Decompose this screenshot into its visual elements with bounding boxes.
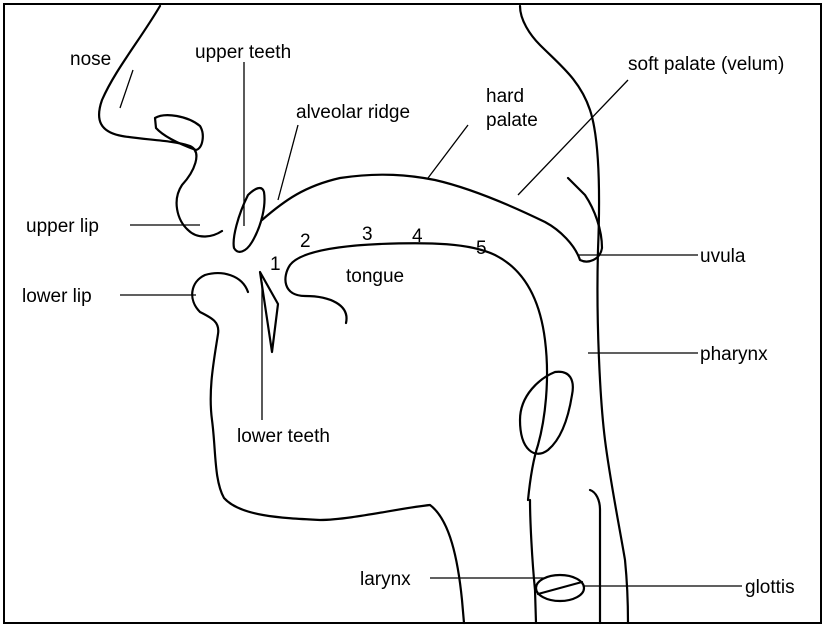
- label-upper-teeth: upper teeth: [195, 42, 291, 63]
- tongue-position-1: 1: [270, 254, 281, 275]
- label-nose: nose: [70, 49, 111, 70]
- pharynx-wall: [520, 6, 628, 623]
- label-glottis: glottis: [745, 577, 795, 598]
- diagram-frame: [4, 4, 821, 623]
- hard-palate-leader: [428, 125, 468, 178]
- label-hard-palate-line1: hard: [486, 86, 524, 107]
- soft-palate-leader: [518, 80, 628, 195]
- face-profile-lower: [192, 273, 464, 623]
- glottis-line: [538, 582, 582, 594]
- alveolar-ridge-leader: [278, 125, 298, 200]
- nostril: [155, 115, 203, 150]
- label-larynx: larynx: [360, 569, 411, 590]
- tongue-position-3: 3: [362, 224, 373, 245]
- lower-teeth-shape: [260, 272, 278, 352]
- upper-teeth-shape: [234, 188, 265, 252]
- tongue-position-4: 4: [412, 226, 423, 247]
- label-pharynx: pharynx: [700, 344, 768, 365]
- tongue-position-5: 5: [476, 238, 487, 259]
- label-uvula: uvula: [700, 246, 746, 267]
- label-lower-teeth: lower teeth: [237, 426, 330, 447]
- face-profile-upper: [99, 6, 222, 237]
- label-tongue: tongue: [346, 266, 404, 287]
- label-soft-palate: soft palate (velum): [628, 54, 784, 75]
- label-alveolar-ridge: alveolar ridge: [296, 102, 410, 123]
- larynx-back: [590, 490, 600, 623]
- larynx-channel: [530, 500, 536, 623]
- tongue-outline: [285, 243, 547, 500]
- tongue-position-2: 2: [300, 231, 311, 252]
- label-lower-lip: lower lip: [22, 286, 92, 307]
- label-upper-lip: upper lip: [26, 216, 99, 237]
- nose-leader: [120, 70, 133, 108]
- palate-outline: [262, 175, 602, 262]
- label-hard-palate-line2: palate: [486, 110, 538, 131]
